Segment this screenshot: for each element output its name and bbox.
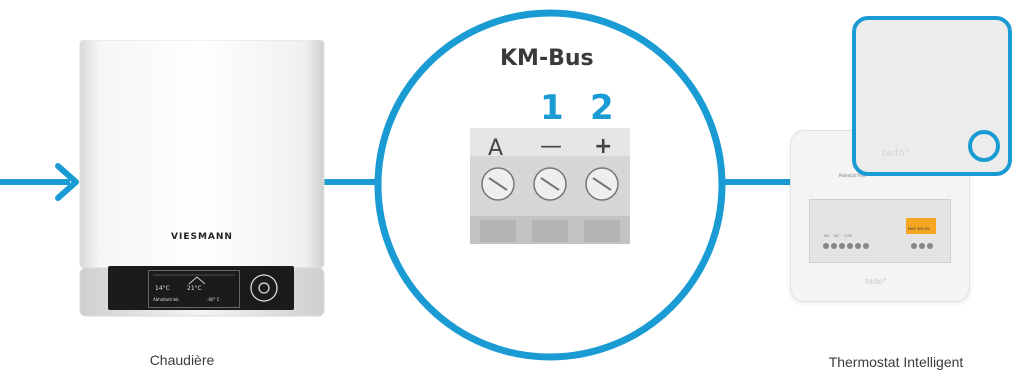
control-dial-icon[interactable] bbox=[248, 272, 280, 304]
terminal-symbol-a: A bbox=[488, 136, 504, 161]
wire-label-nc: NC bbox=[834, 234, 840, 238]
thermostat-base-brand: tado° bbox=[865, 277, 888, 286]
screw-icon bbox=[533, 167, 567, 201]
boiler-screen: 14°C 21°C Abholbetrieb -60° C bbox=[148, 270, 240, 308]
terminal-symbol-plus: + bbox=[594, 134, 613, 159]
boiler: VIESMANN 14°C 21°C Abholbetrieb -60° C bbox=[74, 40, 330, 320]
display-bottom-right: -60° C bbox=[207, 297, 220, 302]
boiler-brand-logo: VIESMANN bbox=[171, 232, 233, 242]
display-temp-center: 21°C bbox=[187, 285, 202, 292]
wire-label-com: COM bbox=[844, 234, 853, 238]
warning-sticker: MAX 30V DC bbox=[906, 218, 936, 234]
terminal-symbol-minus: — bbox=[540, 134, 562, 159]
warning-label: MAX 30V DC bbox=[908, 227, 931, 231]
boiler-caption: Chaudière bbox=[149, 352, 215, 368]
display-temp-left: 14°C bbox=[155, 285, 170, 292]
thermostat-cover: tado° bbox=[852, 16, 1012, 176]
boiler-display-panel: 14°C 21°C Abholbetrieb -60° C bbox=[108, 266, 294, 310]
thermostat-brand: tado° bbox=[882, 148, 910, 159]
arrow-right-icon bbox=[0, 163, 79, 201]
thermostat-caption: Thermostat Intelligent bbox=[828, 354, 964, 370]
pin-2-label: 2 bbox=[590, 88, 614, 128]
screw-icon bbox=[585, 167, 619, 201]
wire-label-no: NO bbox=[824, 234, 830, 238]
pin-1-label: 1 bbox=[540, 88, 564, 128]
sensor-ring-icon[interactable] bbox=[968, 130, 1000, 162]
display-bottom-left: Abholbetrieb bbox=[153, 297, 179, 302]
panel-text: Potential free bbox=[839, 173, 866, 178]
house-icon bbox=[153, 274, 235, 285]
screw-icon bbox=[481, 167, 515, 201]
wiring-panel: MAX 30V DC NO NC COM bbox=[809, 199, 951, 263]
terminal-title: KM-Bus bbox=[500, 46, 594, 71]
terminal-block: A — + bbox=[470, 128, 630, 244]
terminal-screws bbox=[823, 243, 933, 249]
